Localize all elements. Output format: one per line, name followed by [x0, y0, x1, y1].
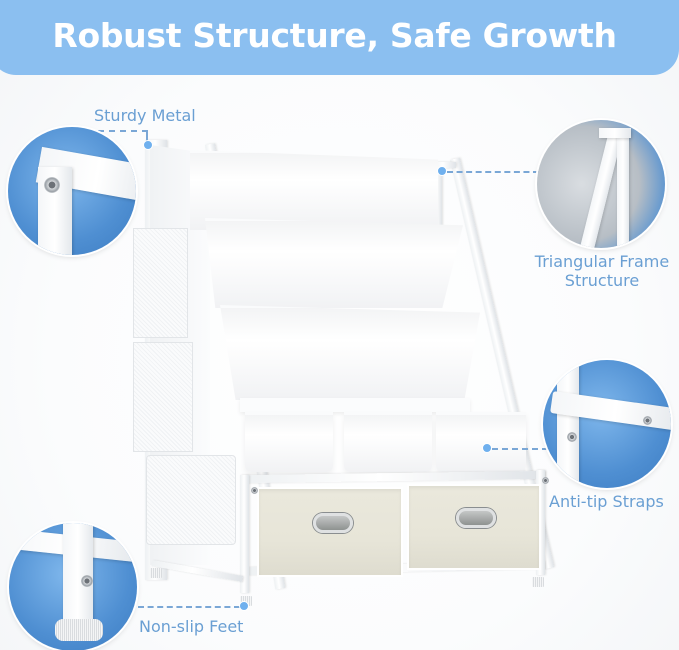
callout-label-triangular-frame: Triangular Frame Structure	[522, 252, 679, 290]
header-banner: Robust Structure, Safe Growth	[0, 0, 679, 75]
frame-vertical-bar	[617, 130, 629, 248]
side-mesh-pocket-1	[133, 228, 188, 338]
side-mesh-pocket-2	[133, 342, 193, 452]
callout-label-anti-tip-straps: Anti-tip Straps	[549, 492, 664, 511]
detail-circle-non-slip-feet	[9, 523, 137, 650]
base-top-rail	[244, 470, 546, 484]
right-top-bar	[432, 162, 456, 168]
callout-marker-dot	[239, 601, 249, 611]
base-left-post	[240, 475, 249, 593]
drawer-left-handle	[313, 513, 353, 533]
drawer-right	[407, 484, 541, 570]
detail-circle-triangular-frame	[537, 120, 665, 248]
bolt-icon	[44, 177, 60, 193]
screw-icon	[567, 432, 577, 442]
frame-post	[557, 360, 579, 488]
frame-top-bar	[599, 128, 631, 138]
callout-connector-line	[492, 448, 548, 450]
callout-connector-line	[447, 171, 539, 173]
sling-shelf-4-back	[240, 398, 470, 412]
callout-marker-dot	[437, 166, 447, 176]
detail-circle-anti-tip-straps	[543, 360, 671, 488]
frame-diagonal-bar	[575, 130, 623, 248]
frame-screw	[251, 487, 258, 494]
side-mesh-pocket-3	[146, 455, 236, 545]
drawer-right-handle	[456, 508, 496, 528]
banner-title: Robust Structure, Safe Growth	[52, 16, 617, 55]
callout-marker-dot	[143, 140, 153, 150]
sling-shelf-4-bin-3	[436, 412, 526, 472]
foot	[150, 568, 162, 578]
adjustable-foot-icon	[55, 619, 103, 641]
leg-post	[63, 523, 93, 623]
sling-shelf-2	[205, 218, 463, 308]
sling-shelf-4-bin-2	[344, 412, 432, 472]
detail-circle-sturdy-metal	[8, 127, 136, 255]
callout-label-line-1: Triangular Frame	[534, 252, 670, 271]
screw-icon	[643, 416, 652, 425]
screw-icon	[81, 575, 93, 587]
callout-label-sturdy-metal: Sturdy Metal	[94, 106, 196, 125]
foot	[532, 577, 544, 587]
drawer-left	[257, 487, 403, 577]
callout-connector-line	[98, 130, 148, 132]
callout-label-line-2: Structure	[564, 271, 640, 291]
sling-shelf-4-bin-1	[245, 412, 333, 472]
sling-shelf-3	[220, 305, 480, 400]
callout-connector-line	[146, 130, 148, 142]
callout-marker-dot	[482, 443, 492, 453]
sling-shelf-1	[190, 150, 438, 230]
callout-connector-line	[138, 606, 240, 608]
frame-screw	[542, 477, 549, 484]
callout-label-non-slip-feet: Non-slip Feet	[139, 617, 244, 636]
